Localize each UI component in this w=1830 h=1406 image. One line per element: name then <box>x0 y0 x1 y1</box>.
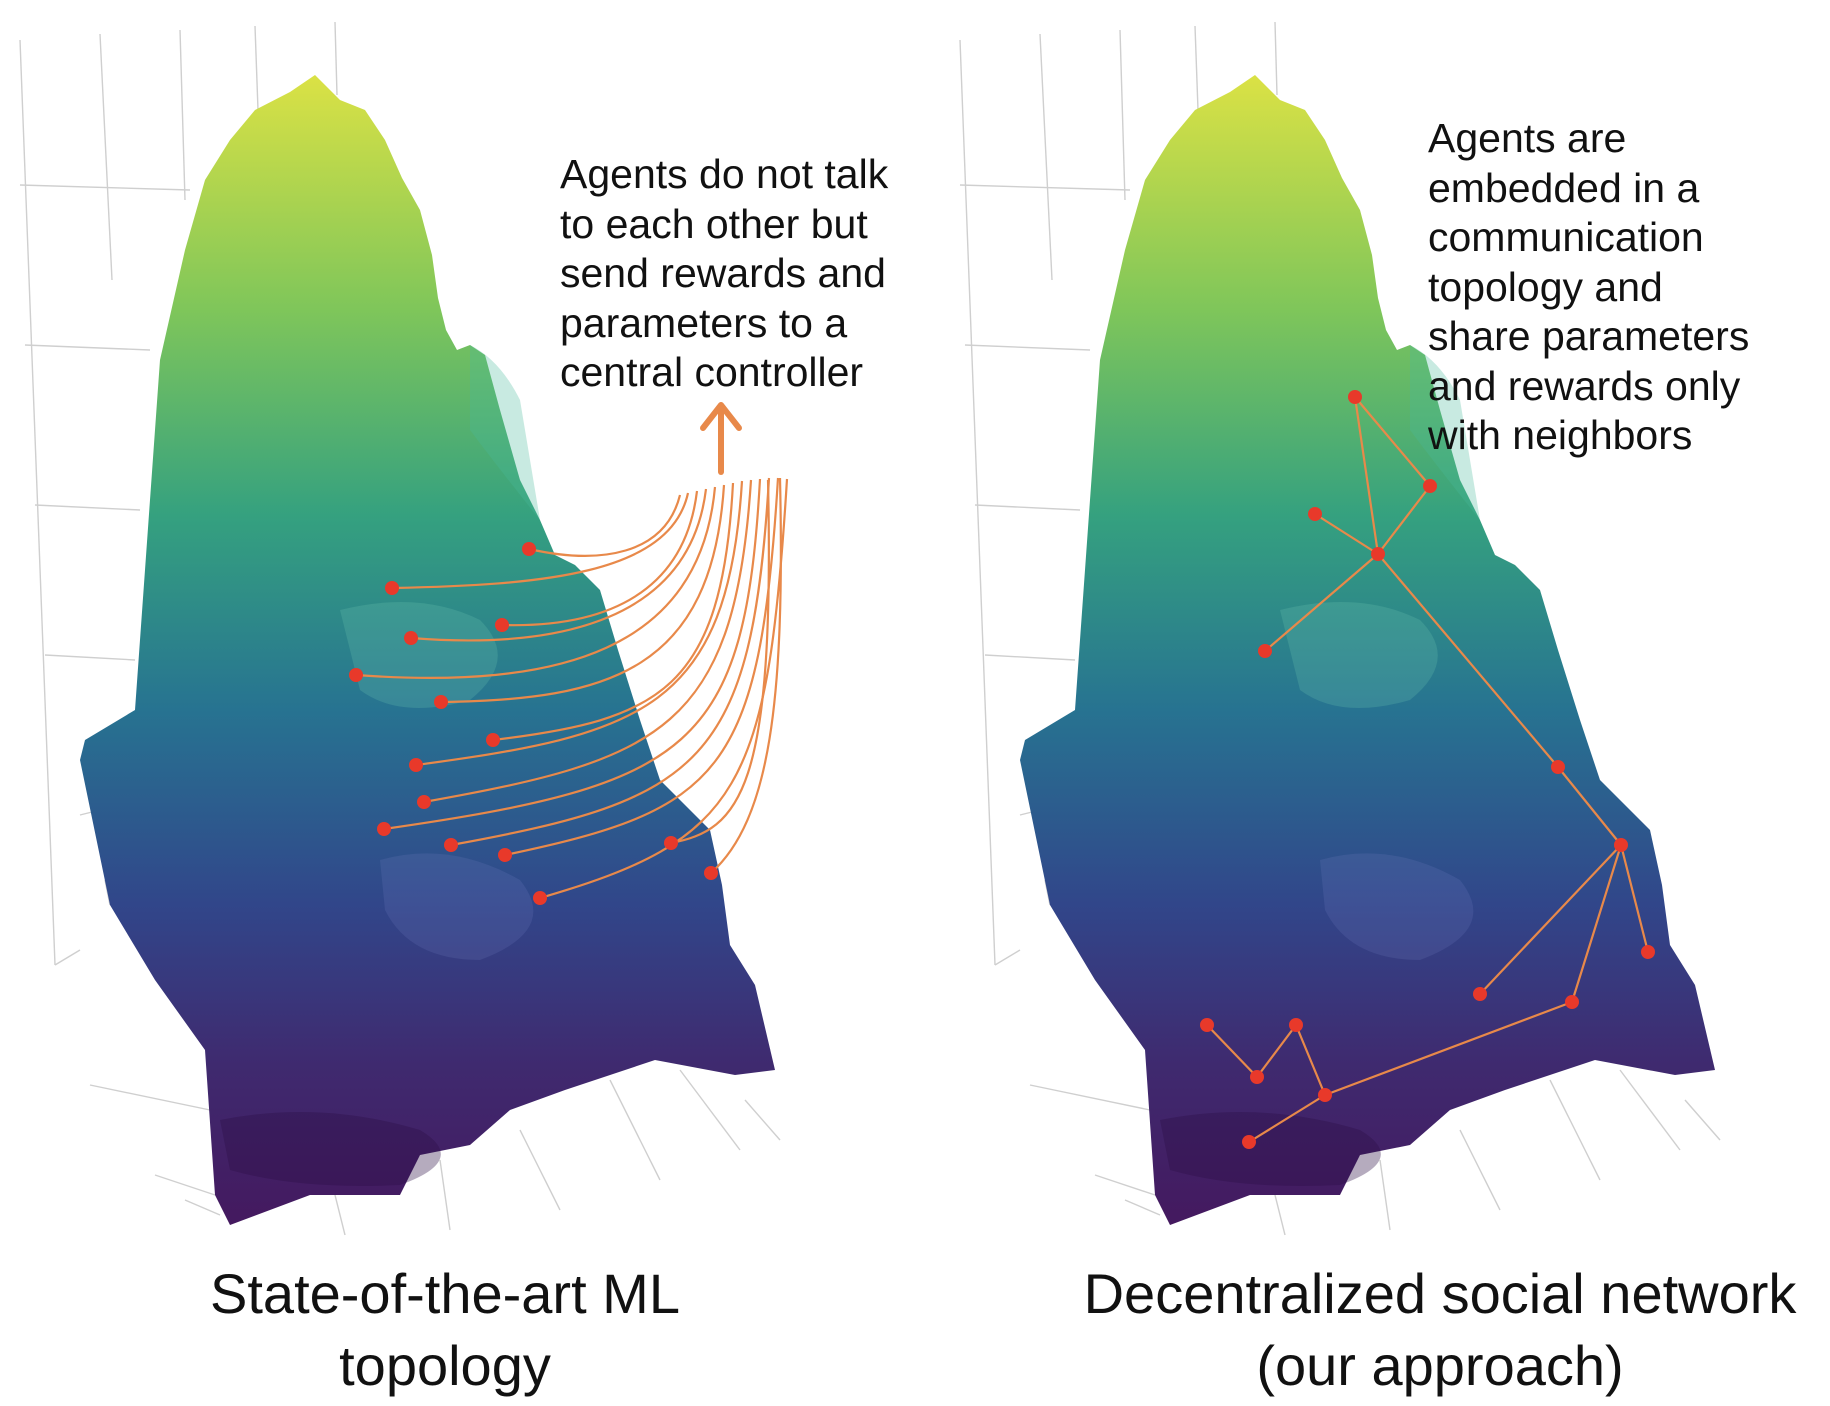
central-controller-links <box>355 477 789 900</box>
agent-link <box>355 486 717 680</box>
agent-link <box>501 490 699 627</box>
agent-dot <box>664 836 678 850</box>
agent-dot <box>1473 987 1487 1001</box>
agent-link <box>410 488 708 642</box>
agent-dot <box>1308 507 1322 521</box>
agent-dot <box>434 695 448 709</box>
agent-dot <box>1371 547 1385 561</box>
agent-dot <box>1250 1070 1264 1084</box>
agent-dot <box>1565 995 1579 1009</box>
agent-dot <box>1641 945 1655 959</box>
agent-dot <box>1289 1018 1303 1032</box>
agent-link <box>670 479 770 845</box>
agent-link <box>710 477 782 874</box>
agent-dot <box>417 795 431 809</box>
agent-dot <box>533 891 547 905</box>
agent-dot <box>1200 1018 1214 1032</box>
right-annotation: Agents are embedded in a communication t… <box>1428 115 1750 458</box>
agent-dot <box>1242 1135 1256 1149</box>
agent-dot <box>385 581 399 595</box>
agent-link <box>539 478 789 900</box>
agent-dot <box>409 758 423 772</box>
agent-dot <box>1348 390 1362 404</box>
agent-link <box>391 492 690 590</box>
agent-dot <box>1318 1088 1332 1102</box>
agent-dot <box>1551 760 1565 774</box>
agent-dot <box>377 822 391 836</box>
agent-dot <box>1614 838 1628 852</box>
agent-link <box>440 484 726 704</box>
right-agents <box>1200 390 1655 1149</box>
communication-topology-links <box>1205 395 1650 1144</box>
agent-dot <box>349 668 363 682</box>
right-caption: Decentralized social network (our approa… <box>1083 1262 1797 1397</box>
agent-dot <box>1423 479 1437 493</box>
agent-link <box>450 477 771 847</box>
left-annotation: Agents do not talk to each other but sen… <box>560 151 889 395</box>
agent-dot <box>522 542 536 556</box>
agent-dot <box>704 866 718 880</box>
agent-dot <box>404 631 418 645</box>
agent-link <box>383 478 762 831</box>
central-controller-arrow <box>700 402 742 475</box>
agent-dot <box>1258 644 1272 658</box>
agent-link <box>415 480 744 767</box>
agent-dot <box>486 733 500 747</box>
agent-dot <box>444 838 458 852</box>
left-agents <box>349 542 718 905</box>
agent-link <box>423 479 753 804</box>
agent-dot <box>495 618 509 632</box>
agent-link <box>492 482 735 742</box>
left-caption: State-of-the-art ML topology <box>210 1262 680 1397</box>
agent-dot <box>498 848 512 862</box>
agent-link <box>528 494 682 557</box>
